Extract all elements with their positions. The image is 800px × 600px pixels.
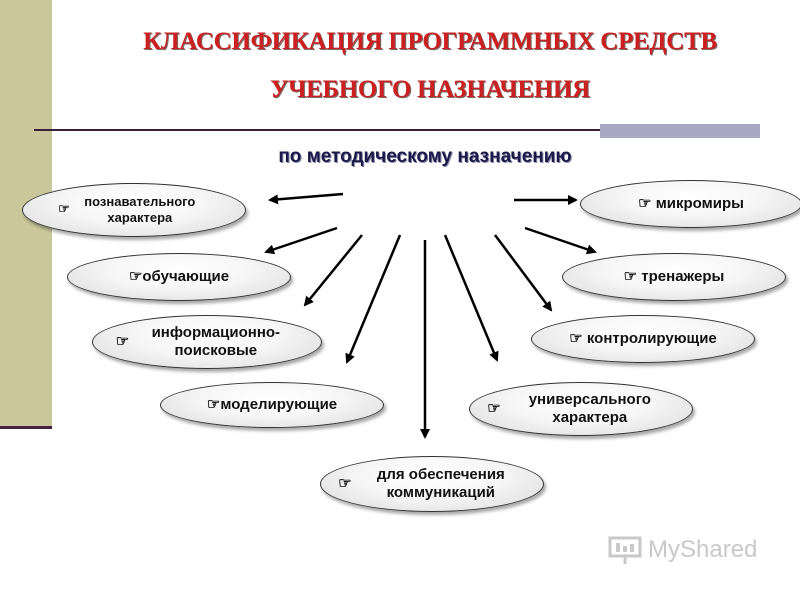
node-info-search: ☞ информационно-поисковые: [92, 315, 322, 369]
divider-line: [34, 129, 760, 131]
arrow-to-cognitive: [268, 192, 344, 205]
divider-accent-bar: [600, 124, 760, 138]
pointing-hand-icon: ☞: [487, 399, 501, 417]
subtitle: по методическому назначению: [278, 146, 572, 167]
pointing-hand-icon: ☞: [638, 195, 652, 212]
node-trainers: ☞ тренажеры: [562, 253, 786, 301]
node-label: познавательного характера: [84, 194, 196, 225]
node-cognitive: ☞ познавательного характера: [22, 183, 246, 237]
title-line-2: УЧЕБНОГО НАЗНАЧЕНИЯ: [270, 76, 590, 103]
pointing-hand-icon: ☞: [115, 332, 130, 350]
node-teaching: ☞обучающие: [67, 253, 291, 301]
node-label: микромиры: [655, 195, 744, 212]
node-communications: ☞ для обеспечения коммуникаций: [320, 456, 544, 512]
title-line-1: КЛАССИФИКАЦИЯ ПРОГРАММНЫХ СРЕДСТВ: [143, 28, 717, 55]
node-label: универсального характера: [528, 391, 651, 426]
node-universal: ☞ универсального характера: [469, 382, 693, 436]
pointing-hand-icon: ☞: [128, 268, 143, 285]
pointing-hand-icon: ☞: [569, 330, 583, 347]
node-label: для обеспечения коммуникаций: [376, 466, 505, 501]
node-label: контролирующие: [586, 330, 717, 347]
watermark-logo: MyShared: [608, 535, 757, 565]
arrow-to-trainers: [524, 226, 597, 255]
arrow-to-universal: [443, 234, 499, 362]
pointing-hand-icon: ☞: [623, 268, 638, 285]
node-modeling: ☞моделирующие: [160, 382, 384, 428]
watermark-text: MyShared: [648, 536, 758, 563]
arrow-to-controlling: [493, 234, 553, 312]
pointing-hand-icon: ☞: [58, 201, 70, 217]
node-label: информационно-поисковые: [151, 324, 281, 359]
node-controlling: ☞ контролирующие: [531, 315, 755, 363]
node-label: обучающие: [142, 268, 230, 285]
left-bar-underline: [0, 426, 52, 429]
presentation-board-icon: [608, 536, 642, 564]
pointing-hand-icon: ☞: [338, 474, 352, 492]
pointing-hand-icon: ☞: [206, 396, 221, 413]
arrow-to-teaching: [264, 226, 338, 255]
arrow-to-info-search: [303, 234, 363, 307]
node-label: моделирующие: [220, 396, 338, 413]
arrow-to-modeling: [345, 234, 402, 364]
node-label: тренажеры: [641, 268, 725, 285]
node-microworlds: ☞ микромиры: [580, 180, 800, 228]
